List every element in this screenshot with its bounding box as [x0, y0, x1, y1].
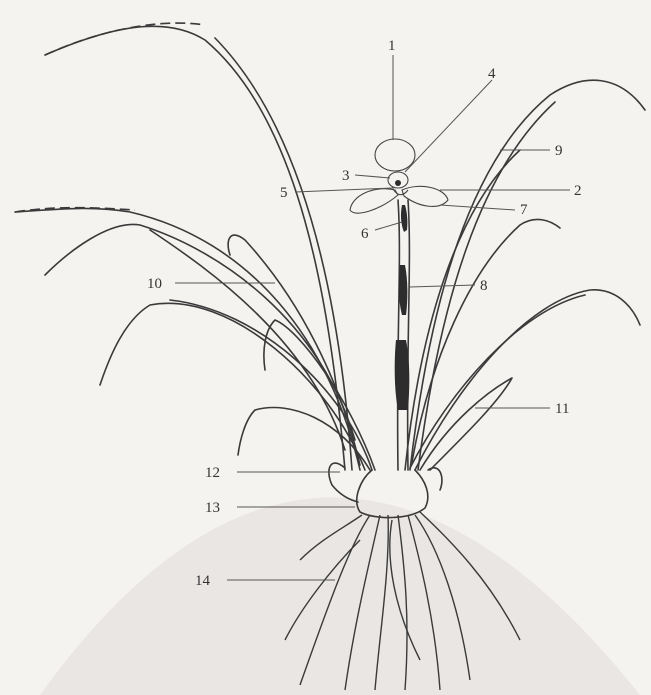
label-1: 1	[388, 38, 396, 54]
sheath-lower	[395, 340, 410, 410]
flower-stalk	[395, 200, 410, 470]
bract-6	[401, 205, 407, 232]
leader-6	[375, 222, 402, 230]
label-7: 7	[520, 202, 528, 218]
label-14: 14	[195, 573, 211, 589]
label-9: 9	[555, 143, 563, 159]
label-5: 5	[280, 185, 288, 201]
stalk-left	[398, 200, 400, 470]
dorsal-sepal	[375, 139, 415, 171]
label-6: 6	[361, 226, 369, 242]
column	[395, 180, 401, 186]
label-2: 2	[574, 183, 582, 199]
leaf-lower-left	[100, 303, 365, 470]
leaf-11	[420, 378, 512, 470]
label-12: 12	[205, 465, 220, 481]
leaf-10	[228, 235, 360, 465]
sheath-8	[399, 265, 408, 315]
label-10: 10	[147, 276, 162, 292]
label-13: 13	[205, 500, 220, 516]
leaf-upper-left-tip	[45, 23, 205, 55]
leader-5	[295, 188, 392, 192]
leaf-left	[15, 208, 360, 470]
label-8: 8	[480, 278, 488, 294]
leaf-short-left	[264, 320, 375, 470]
label-3: 3	[342, 168, 350, 184]
lateral-sepal-left	[350, 189, 398, 213]
label-4: 4	[488, 66, 496, 82]
leader-3	[355, 175, 390, 178]
leaf-left-droop	[45, 224, 355, 440]
leaf-upper-left-edge	[215, 38, 352, 470]
leaf-right-low-edge	[410, 295, 585, 468]
leaf-9	[405, 150, 520, 470]
bulb-sheath-right	[428, 468, 442, 490]
bulb-sheath-12	[329, 463, 358, 502]
stalk-right	[408, 200, 410, 470]
leaves	[15, 23, 645, 470]
label-11: 11	[555, 401, 569, 417]
leader-4	[405, 80, 492, 172]
leaf-right-low	[415, 290, 640, 470]
watermark	[40, 498, 640, 695]
